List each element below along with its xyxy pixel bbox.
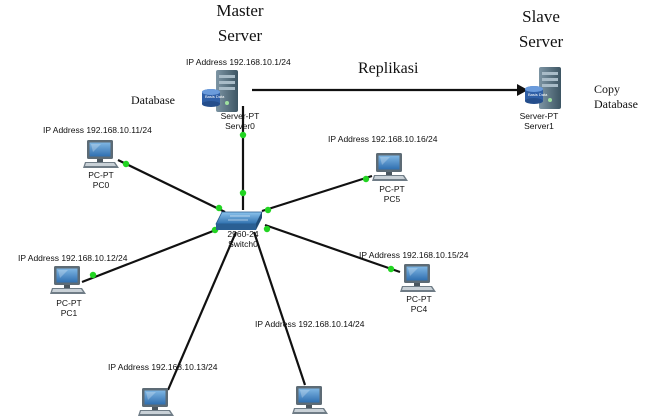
- dot-pc5-end: [362, 175, 370, 183]
- replication-arrow-head: [517, 84, 528, 96]
- dot-pc0-end: [122, 160, 130, 168]
- pc2-icon: [138, 388, 174, 416]
- pc1-icon: [50, 266, 86, 294]
- dot-server0-end: [239, 131, 247, 139]
- links: [81, 84, 528, 391]
- pc0-type-label: PC-PT: [88, 170, 114, 180]
- switch-icon: [215, 211, 263, 225]
- switch-name-label: Switch0: [228, 239, 258, 249]
- pc4[interactable]: IP Address 192.168.10.15/24 PC-PT PC4: [359, 250, 469, 314]
- switch0[interactable]: 2960-24 Switch0: [215, 211, 263, 249]
- pc2[interactable]: IP Address 192.168.10.13/24: [108, 362, 218, 416]
- pc5-name-label: PC5: [384, 194, 401, 204]
- pc1[interactable]: IP Address 192.168.10.12/24 PC-PT PC1: [18, 253, 128, 318]
- server1-type-label: Server-PT: [520, 111, 559, 121]
- pc1-ip-label: IP Address 192.168.10.12/24: [18, 253, 128, 263]
- dot-switch-pc4-end: [263, 225, 271, 233]
- pc2-ip-label: IP Address 192.168.10.13/24: [108, 362, 218, 372]
- database-label: Database: [131, 93, 175, 107]
- copy-label-line2: Database: [594, 97, 638, 111]
- server0-db-text: Basis Data: [205, 94, 225, 99]
- server1-db-text: Basis Data: [528, 92, 548, 97]
- pc4-name-label: PC4: [411, 304, 428, 314]
- dot-switch-server-end: [239, 189, 247, 197]
- link-pc2-switch: [166, 231, 238, 391]
- dot-switch-pc5-end: [264, 206, 272, 214]
- dot-pc4-end: [387, 265, 395, 273]
- pc1-type-label: PC-PT: [56, 298, 82, 308]
- pc1-name-label: PC1: [61, 308, 78, 318]
- slave-heading-line1: Slave: [522, 7, 560, 26]
- pc3-icon: [292, 386, 328, 414]
- server0-ip-label: IP Address 192.168.10.1/24: [186, 57, 291, 67]
- dot-switch-pc0-end: [215, 204, 223, 212]
- pc4-type-label: PC-PT: [406, 294, 432, 304]
- link-pc3-switch: [252, 231, 307, 386]
- pc4-icon: [400, 264, 436, 292]
- server0-icon: [202, 70, 238, 112]
- pc5[interactable]: IP Address 192.168.10.16/24 PC-PT PC5: [328, 134, 438, 204]
- link-pc1-switch: [81, 224, 227, 284]
- pc0-name-label: PC0: [93, 180, 110, 190]
- server1-icon: [525, 67, 561, 109]
- dot-pc1-end: [89, 271, 97, 279]
- pc5-type-label: PC-PT: [379, 184, 405, 194]
- slave-heading-line2: Server: [519, 32, 564, 51]
- server1[interactable]: Basis Data Server-PT Server1: [520, 67, 561, 131]
- link-dots: [89, 131, 395, 279]
- pc5-icon: [372, 153, 408, 181]
- copy-label-line1: Copy: [594, 82, 620, 96]
- pc5-ip-label: IP Address 192.168.10.16/24: [328, 134, 438, 144]
- server1-name-label: Server1: [524, 121, 554, 131]
- link-pc4-switch: [264, 223, 401, 274]
- server0-type-label: Server-PT: [221, 111, 260, 121]
- pc4-ip-label: IP Address 192.168.10.15/24: [359, 250, 469, 260]
- link-pc5-switch: [261, 174, 373, 213]
- pc0-ip-label: IP Address 192.168.10.11/24: [43, 125, 152, 135]
- master-heading-line1: Master: [216, 1, 264, 20]
- replication-label: Replikasi: [358, 60, 419, 77]
- pc3-ip-label: IP Address 192.168.10.14/24: [255, 319, 365, 329]
- master-heading-line2: Server: [218, 26, 263, 45]
- pc0-icon: [83, 140, 119, 168]
- server0[interactable]: IP Address 192.168.10.1/24 Basis Data Se…: [186, 57, 291, 131]
- link-pc0-switch: [117, 159, 226, 213]
- switch-model-label: 2960-24: [227, 229, 258, 239]
- server0-name-label: Server0: [225, 121, 255, 131]
- pc3[interactable]: IP Address 192.168.10.14/24: [255, 319, 365, 414]
- pc0[interactable]: IP Address 192.168.10.11/24 PC-PT PC0: [43, 125, 152, 190]
